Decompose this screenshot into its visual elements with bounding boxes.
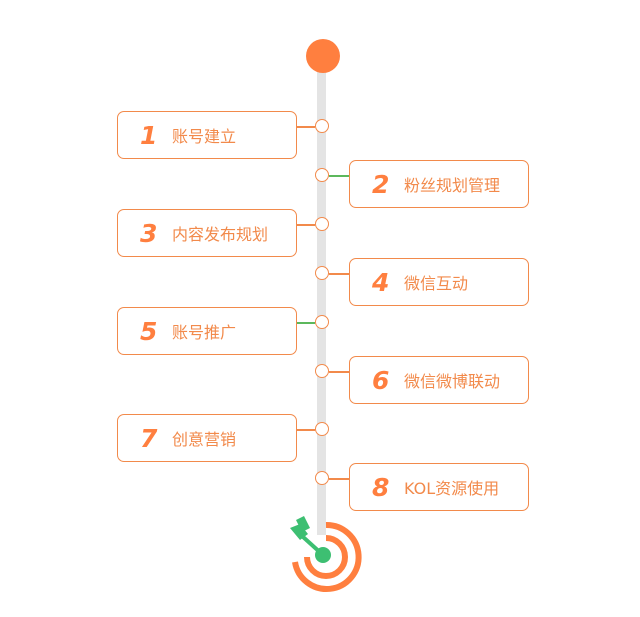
timeline-start-dot xyxy=(306,39,340,73)
step-label: 微信互动 xyxy=(404,274,469,293)
timeline-node-1 xyxy=(315,119,329,133)
step-card-8: 8 KOL资源使用 xyxy=(349,463,529,511)
timeline-node-4 xyxy=(315,266,329,280)
timeline-node-3 xyxy=(315,217,329,231)
timeline-node-6 xyxy=(315,364,329,378)
step-card-6: 6 微信微博联动 xyxy=(349,356,529,404)
connector-6 xyxy=(329,371,349,373)
connector-5 xyxy=(297,322,315,324)
step-label: 创意营销 xyxy=(172,430,237,449)
step-card-7: 7 创意营销 xyxy=(117,414,297,462)
step-label: 粉丝规划管理 xyxy=(404,176,501,195)
step-number: 8 xyxy=(372,472,390,502)
connector-4 xyxy=(329,273,349,275)
step-card-3: 3 内容发布规划 xyxy=(117,209,297,257)
connector-1 xyxy=(297,126,315,128)
step-card-5: 5 账号推广 xyxy=(117,307,297,355)
step-number: 4 xyxy=(372,267,390,297)
step-label: 微信微博联动 xyxy=(404,372,501,391)
step-number: 7 xyxy=(140,423,158,453)
step-label: 账号推广 xyxy=(172,323,237,342)
step-number: 1 xyxy=(140,120,158,150)
timeline-node-2 xyxy=(315,168,329,182)
step-card-2: 2 粉丝规划管理 xyxy=(349,160,529,208)
timeline-node-8 xyxy=(315,471,329,485)
step-card-4: 4 微信互动 xyxy=(349,258,529,306)
timeline-node-7 xyxy=(315,422,329,436)
step-label: 账号建立 xyxy=(172,127,237,146)
step-number: 2 xyxy=(372,169,390,199)
connector-8 xyxy=(329,478,349,480)
timeline-track xyxy=(317,60,326,535)
timeline-node-5 xyxy=(315,315,329,329)
step-number: 3 xyxy=(140,218,158,248)
step-number: 5 xyxy=(140,316,158,346)
target-icon xyxy=(290,516,362,592)
connector-3 xyxy=(297,224,315,226)
connector-2 xyxy=(329,175,349,177)
step-label: KOL资源使用 xyxy=(404,479,500,498)
step-card-1: 1 账号建立 xyxy=(117,111,297,159)
connector-7 xyxy=(297,429,315,431)
step-number: 6 xyxy=(372,365,390,395)
step-label: 内容发布规划 xyxy=(172,225,269,244)
